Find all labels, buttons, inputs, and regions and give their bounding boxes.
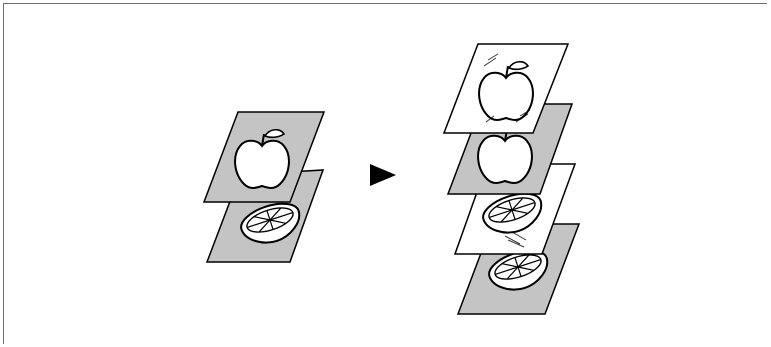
- play-triangle-icon: [370, 164, 396, 186]
- bleed-lines: [504, 231, 527, 248]
- bleed-lines: [483, 53, 531, 123]
- output-sheet-apple-bleed: [442, 43, 570, 134]
- input-sheet-apple: [202, 111, 326, 203]
